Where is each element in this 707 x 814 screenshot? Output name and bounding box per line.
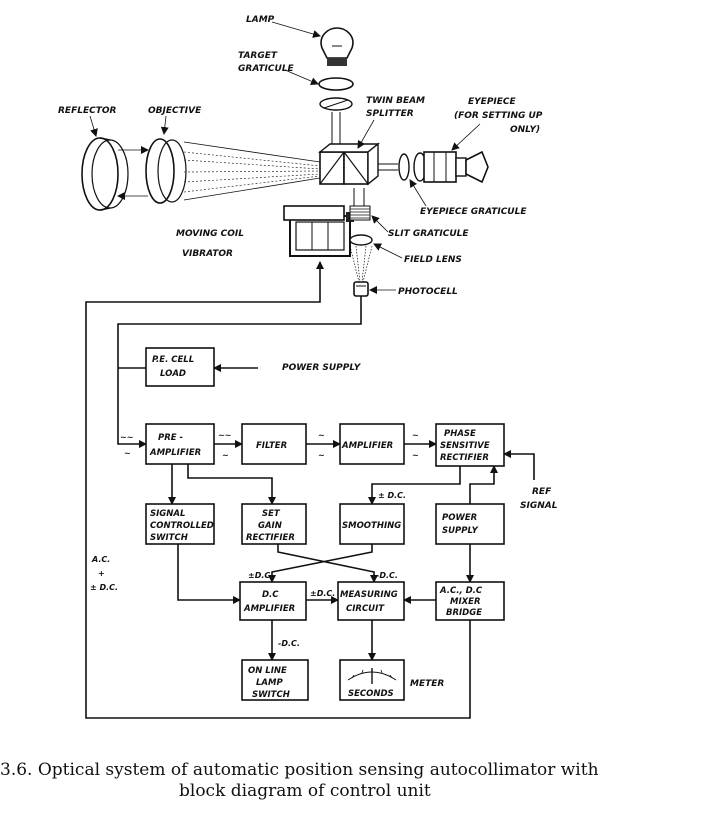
eyepiece <box>413 150 489 184</box>
ac-label: A.C. <box>91 555 110 564</box>
seconds-label: SECONDS <box>348 689 394 699</box>
ac-wave-symbol-2: ~~ <box>218 431 231 440</box>
eyepiece-label-1: EYEPIECE <box>468 97 517 107</box>
power-supply-label-1: POWER <box>442 513 477 523</box>
filter-label: FILTER <box>256 441 287 451</box>
photocell <box>353 281 369 297</box>
objective-lens <box>145 138 187 204</box>
connections <box>85 261 535 719</box>
phase-sensitive-rectifier-block: PHASE SENSITIVE RECTIFIER <box>435 423 505 467</box>
eyepiece-graticule-label: EYEPIECE GRATICULE <box>420 207 527 217</box>
mixer-bridge-label-3: BRIDGE <box>446 608 482 618</box>
ref-signal-label-2: SIGNAL <box>520 501 558 511</box>
field-lens <box>349 234 373 246</box>
measuring-circuit-block: MEASURING CIRCUIT <box>337 581 405 621</box>
power-supply-input-label: POWER SUPPLY <box>282 363 362 373</box>
lamp-label: LAMP <box>246 15 275 25</box>
converging-cone <box>349 245 373 283</box>
dc-amplifier-block: D.C AMPLIFIER <box>239 581 307 621</box>
slit-graticule <box>349 205 371 221</box>
pm-dc-label: ± D.C. <box>90 583 118 592</box>
pre-amplifier-block: PRE - AMPLIFIER <box>145 423 215 465</box>
target-graticule-disc <box>318 77 354 91</box>
slit-graticule-label: SLIT GRATICULE <box>388 229 469 239</box>
dc-wave-symbol-3: ~ <box>318 451 325 460</box>
measuring-circuit-label-2: CIRCUIT <box>346 604 385 614</box>
pe-cell-load-label-2: LOAD <box>160 369 186 379</box>
ollswitch-label-3: SWITCH <box>252 690 290 700</box>
pre-amplifier-label-1: PRE - <box>158 433 184 443</box>
scs-label-3: SWITCH <box>150 533 188 543</box>
plus-label: + <box>98 569 105 578</box>
pe-cell-load-label-1: P.E. CELL <box>152 355 194 365</box>
vibrator-label-1: MOVING COIL <box>176 229 244 239</box>
smoothing-label: SMOOTHING <box>342 521 401 531</box>
vibrator-label-2: VIBRATOR <box>182 249 233 259</box>
moving-coil-vibrator <box>283 205 354 257</box>
on-line-lamp-switch-block: ON LINE LAMP SWITCH <box>241 659 309 701</box>
pre-amplifier-label-2: AMPLIFIER <box>149 448 201 458</box>
amplifier-label: AMPLIFIER <box>341 441 393 451</box>
eyepiece-label-3: ONLY) <box>510 125 540 135</box>
dc-wave-symbol-4: ~ <box>412 451 419 460</box>
smoothing-block: SMOOTHING <box>339 503 405 545</box>
twin-beam-splitter <box>318 142 380 186</box>
light-beam <box>183 141 321 201</box>
psr-label-2: SENSITIVE <box>440 441 490 451</box>
target-graticule-label-1: TARGET <box>238 51 278 61</box>
ac-wave-symbol-3: ~ <box>318 431 325 440</box>
pm-dc-mid-label: ±D.C. <box>310 589 335 598</box>
ref-signal-label-1: REF <box>532 487 552 497</box>
set-gain-rectifier-block: SET GAIN RECTIFIER <box>241 503 307 545</box>
optical-system: LAMP TARGET GRATICULE REFLECTOR OBJECTIV… <box>58 15 543 297</box>
ollswitch-label-2: LAMP <box>256 678 283 688</box>
mixer-bridge-label-2: MIXER <box>450 597 481 607</box>
power-supply-block: POWER SUPPLY <box>435 503 505 545</box>
signal-annotations: ~~ ~ ~~ ~ ~ ~ ~ ~ ± D.C. ±D.C. -D.C. ±D.… <box>90 431 419 648</box>
amplifier-block: AMPLIFIER <box>339 423 405 465</box>
caption-line-2: block diagram of control unit <box>179 781 431 801</box>
eyepiece-graticule-disc <box>398 153 410 181</box>
minus-dc-down-label: -D.C. <box>278 639 300 648</box>
sgr-label-2: GAIN <box>258 521 282 531</box>
meter-block: SECONDS <box>339 659 405 701</box>
splitter-label-2: SPLITTER <box>366 109 414 119</box>
caption-line-1: 3.6. Optical system of automatic positio… <box>0 760 599 780</box>
reflector-label: REFLECTOR <box>58 106 117 116</box>
dc-amplifier-label-1: D.C <box>262 590 279 600</box>
eyepiece-label-2: (FOR SETTING UP <box>454 111 543 121</box>
sgr-label-1: SET <box>262 509 281 519</box>
autocollimator-diagram: LAMP TARGET GRATICULE REFLECTOR OBJECTIV… <box>58 15 558 719</box>
reflector-mirror <box>81 137 129 211</box>
power-supply-label-2: SUPPLY <box>442 526 479 536</box>
scs-label-1: SIGNAL <box>150 509 185 519</box>
mixer-bridge-block: A.C., D.C MIXER BRIDGE <box>435 581 505 621</box>
lamp-icon <box>320 27 354 66</box>
pm-dc-left-label: ±D.C. <box>248 571 273 580</box>
objective-label: OBJECTIVE <box>148 106 202 116</box>
scs-label-2: CONTROLLED <box>150 521 214 531</box>
dc-amplifier-label-2: AMPLIFIER <box>243 604 295 614</box>
mixer-bridge-label-1: A.C., D.C <box>439 586 483 596</box>
signal-controlled-switch-block: SIGNAL CONTROLLED SWITCH <box>145 503 215 545</box>
pe-cell-load-block: P.E. CELL LOAD <box>145 347 215 387</box>
splitter-label-1: TWIN BEAM <box>366 96 425 106</box>
ollswitch-label-1: ON LINE <box>248 666 287 676</box>
minus-dc-right-label: -D.C. <box>376 571 398 580</box>
ac-wave-symbol-4: ~ <box>412 431 419 440</box>
ac-wave-symbol-1: ~~ <box>120 433 133 442</box>
measuring-circuit-label-1: MEASURING <box>340 590 398 600</box>
target-graticule-label-2: GRATICULE <box>238 64 295 74</box>
psr-label-1: PHASE <box>444 429 476 439</box>
dc-wave-symbol-1: ~ <box>124 449 131 458</box>
pm-dc-psr-label: ± D.C. <box>378 491 406 500</box>
sgr-label-3: RECTIFIER <box>246 533 295 543</box>
meter-label: METER <box>410 679 444 689</box>
dc-wave-symbol-2: ~ <box>222 451 229 460</box>
filter-block: FILTER <box>241 423 307 465</box>
psr-label-3: RECTIFIER <box>440 453 489 463</box>
field-lens-label: FIELD LENS <box>404 255 462 265</box>
photocell-label: PHOTOCELL <box>398 287 458 297</box>
